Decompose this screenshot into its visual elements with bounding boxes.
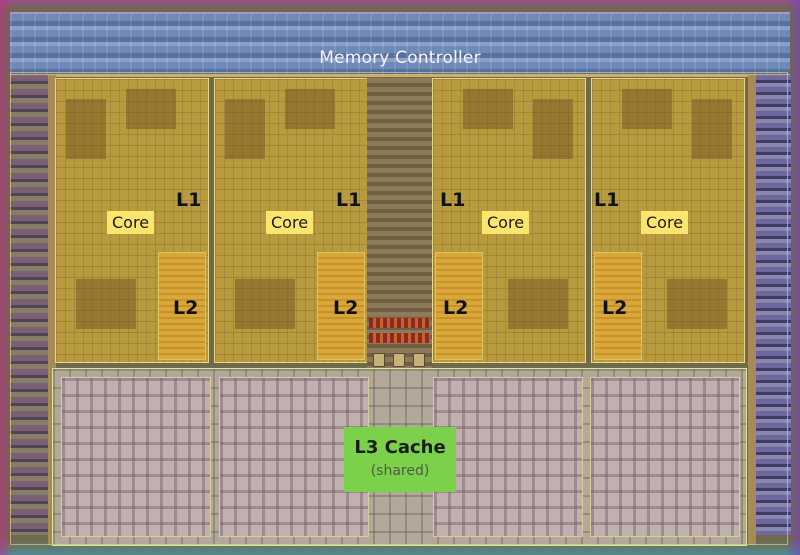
l3-cache-bank (433, 377, 583, 537)
l3-cache-bank (219, 377, 369, 537)
right-io-border (748, 75, 756, 545)
l2-label-2: L2 (333, 297, 359, 319)
l2-cache-block-4 (594, 252, 642, 360)
l2-cache-block-2 (317, 252, 365, 360)
right-io-strip (755, 75, 791, 535)
interconnect-pad (393, 353, 405, 367)
l3-cache-bank (590, 377, 740, 537)
core-region-2 (214, 78, 368, 363)
l1-label-4: L1 (594, 189, 620, 211)
memory-controller-region: Memory Controller (10, 12, 790, 77)
l3-cache-bank (61, 377, 211, 537)
core-label-3: Core (482, 211, 530, 234)
interconnect-pad (373, 353, 385, 367)
core-label-2: Core (266, 211, 314, 234)
l3-cache-label: L3 Cache (354, 437, 446, 458)
left-io-strip (10, 75, 54, 535)
l2-label-3: L2 (443, 297, 469, 319)
interconnect-pad (413, 353, 425, 367)
core-label-1: Core (107, 211, 155, 234)
left-io-border (48, 75, 56, 545)
l1-label-1: L1 (176, 189, 202, 211)
l3-cache-sublabel: (shared) (370, 463, 430, 479)
l2-cache-block-1 (158, 252, 206, 360)
l1-label-2: L1 (336, 189, 362, 211)
core-region-4 (591, 78, 745, 363)
center-interconnect-strip (367, 78, 432, 378)
memory-controller-label: Memory Controller (319, 48, 481, 68)
l2-label-4: L2 (602, 297, 628, 319)
l2-label-1: L2 (173, 297, 199, 319)
interconnect-bar (369, 318, 430, 328)
core-label-4: Core (641, 211, 689, 234)
l1-label-3: L1 (440, 189, 466, 211)
interconnect-bar (369, 333, 430, 343)
l2-cache-block-3 (435, 252, 483, 360)
core-region-3 (432, 78, 586, 363)
l3-cache-label-box: L3 Cache (shared) (344, 427, 456, 492)
core-region-1 (55, 78, 209, 363)
